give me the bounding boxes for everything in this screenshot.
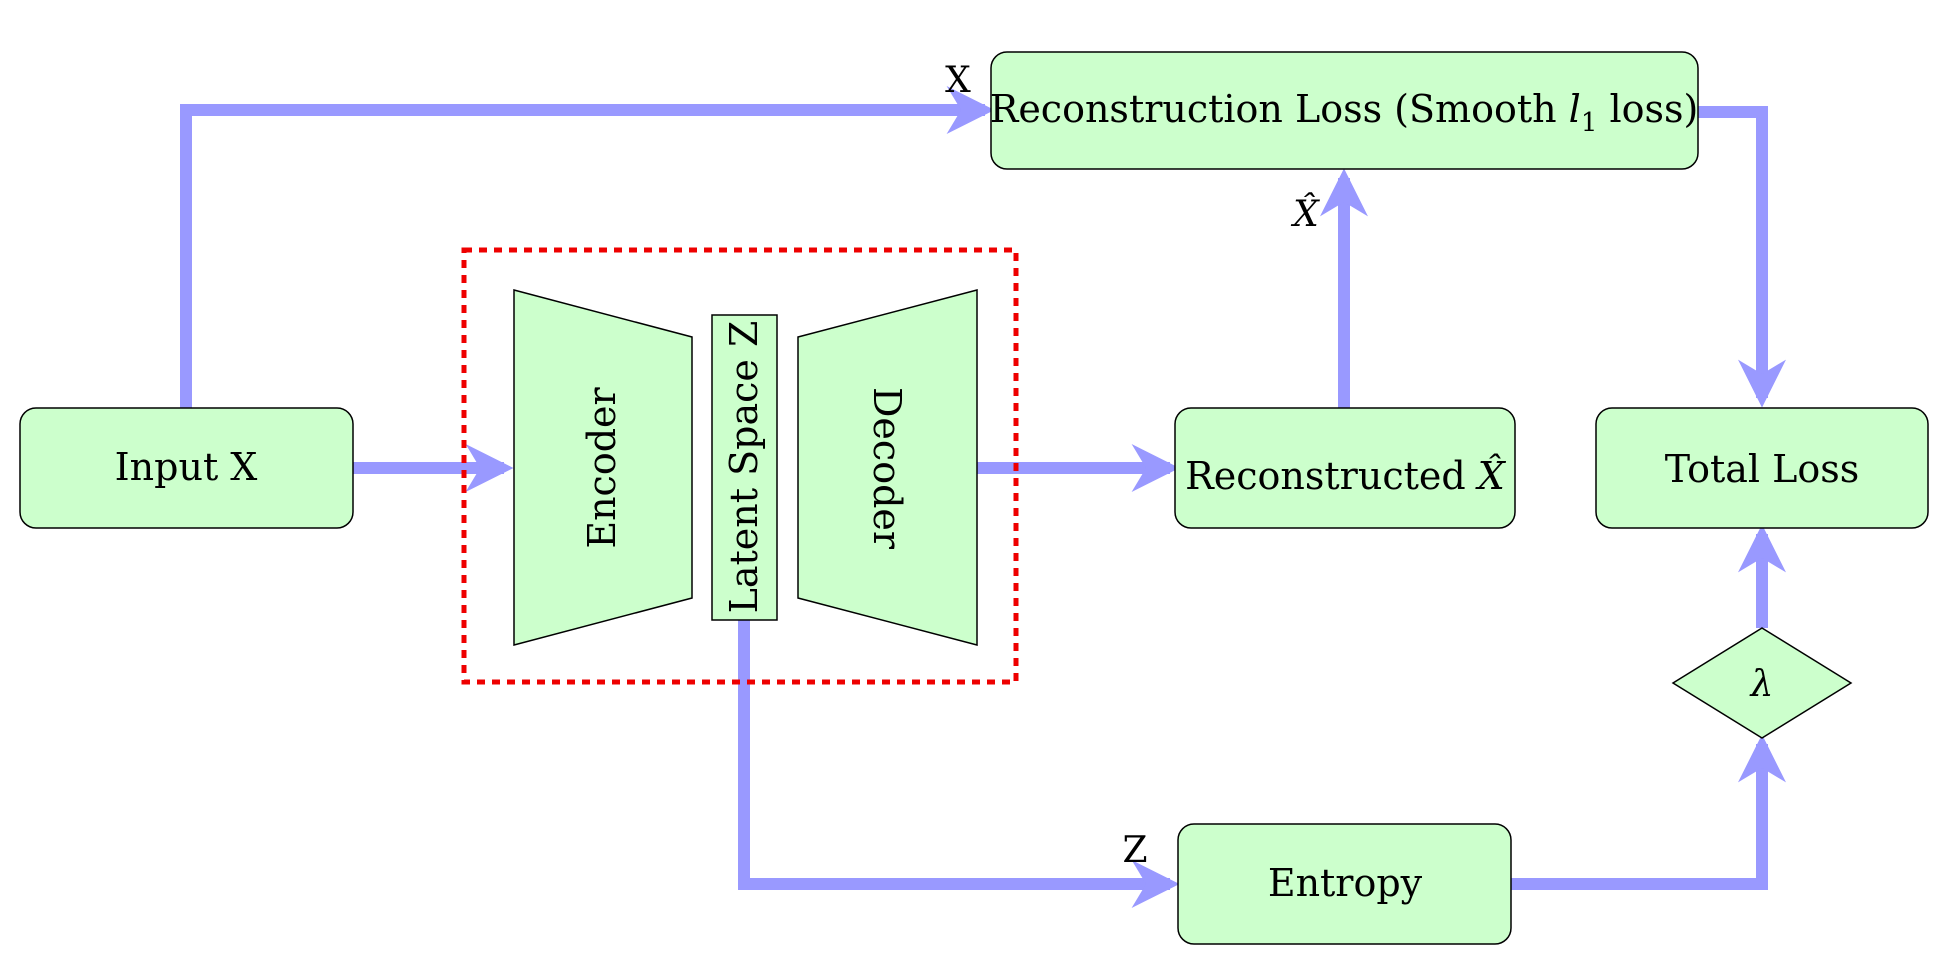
node-recon-loss-subscript: 1 (1581, 108, 1598, 138)
edge-label-z: Z (1122, 830, 1147, 871)
node-encoder-label: Encoder (580, 386, 624, 548)
node-lambda: λ (1671, 627, 1853, 739)
node-input: Input X (19, 407, 354, 529)
node-entropy-box (1177, 823, 1512, 945)
node-recon-loss-prefix: Reconstruction Loss (Smooth (990, 87, 1569, 131)
node-reconstructed-box (1174, 407, 1516, 529)
edge-latent-to-entropy (738, 620, 1180, 908)
node-recon-loss: Reconstruction Loss (Smooth l1 loss) (990, 51, 1699, 170)
node-encoder: Encoder (513, 289, 693, 646)
node-reconstructed-symbol: X̂ (1475, 454, 1507, 498)
node-decoder-shape (797, 289, 978, 646)
node-total-loss-label: Total Loss (1665, 447, 1860, 491)
node-recon-loss-suffix: loss) (1597, 87, 1698, 131)
node-encoder-shape (513, 289, 693, 646)
edge-input-to-recon-loss (180, 86, 995, 408)
edge-entropy-to-lambda (1510, 734, 1786, 890)
node-lambda-label: λ (1749, 664, 1774, 705)
edge-label-x: X (945, 60, 971, 101)
edges (180, 86, 1786, 908)
node-total-loss: Total Loss (1595, 407, 1929, 529)
node-latent-box (711, 314, 778, 621)
node-entropy: Entropy (1177, 823, 1512, 945)
edge-recon-loss-to-total-loss (1698, 106, 1786, 408)
node-recon-loss-box (990, 51, 1699, 170)
node-input-box (19, 407, 354, 529)
autoencoder-group-box (461, 247, 1019, 685)
node-recon-loss-symbol: l (1569, 87, 1581, 131)
node-entropy-label: Entropy (1268, 861, 1423, 905)
node-reconstructed: Reconstructed X̂ (1174, 407, 1516, 529)
node-total-loss-box (1595, 407, 1929, 529)
node-recon-loss-label: Reconstruction Loss (Smooth l1 loss) (990, 87, 1699, 138)
node-latent-label: Latent Space Z (722, 321, 766, 614)
node-input-label: Input X (115, 445, 258, 489)
node-reconstructed-text: Reconstructed (1185, 454, 1478, 498)
node-decoder-label: Decoder (865, 387, 909, 550)
node-latent: Latent Space Z (711, 314, 778, 621)
node-decoder: Decoder (797, 289, 978, 646)
edge-label-xhat: X̂ (1290, 192, 1320, 235)
node-lambda-shape (1671, 627, 1853, 739)
node-reconstructed-label: Reconstructed X̂ (1185, 454, 1507, 498)
